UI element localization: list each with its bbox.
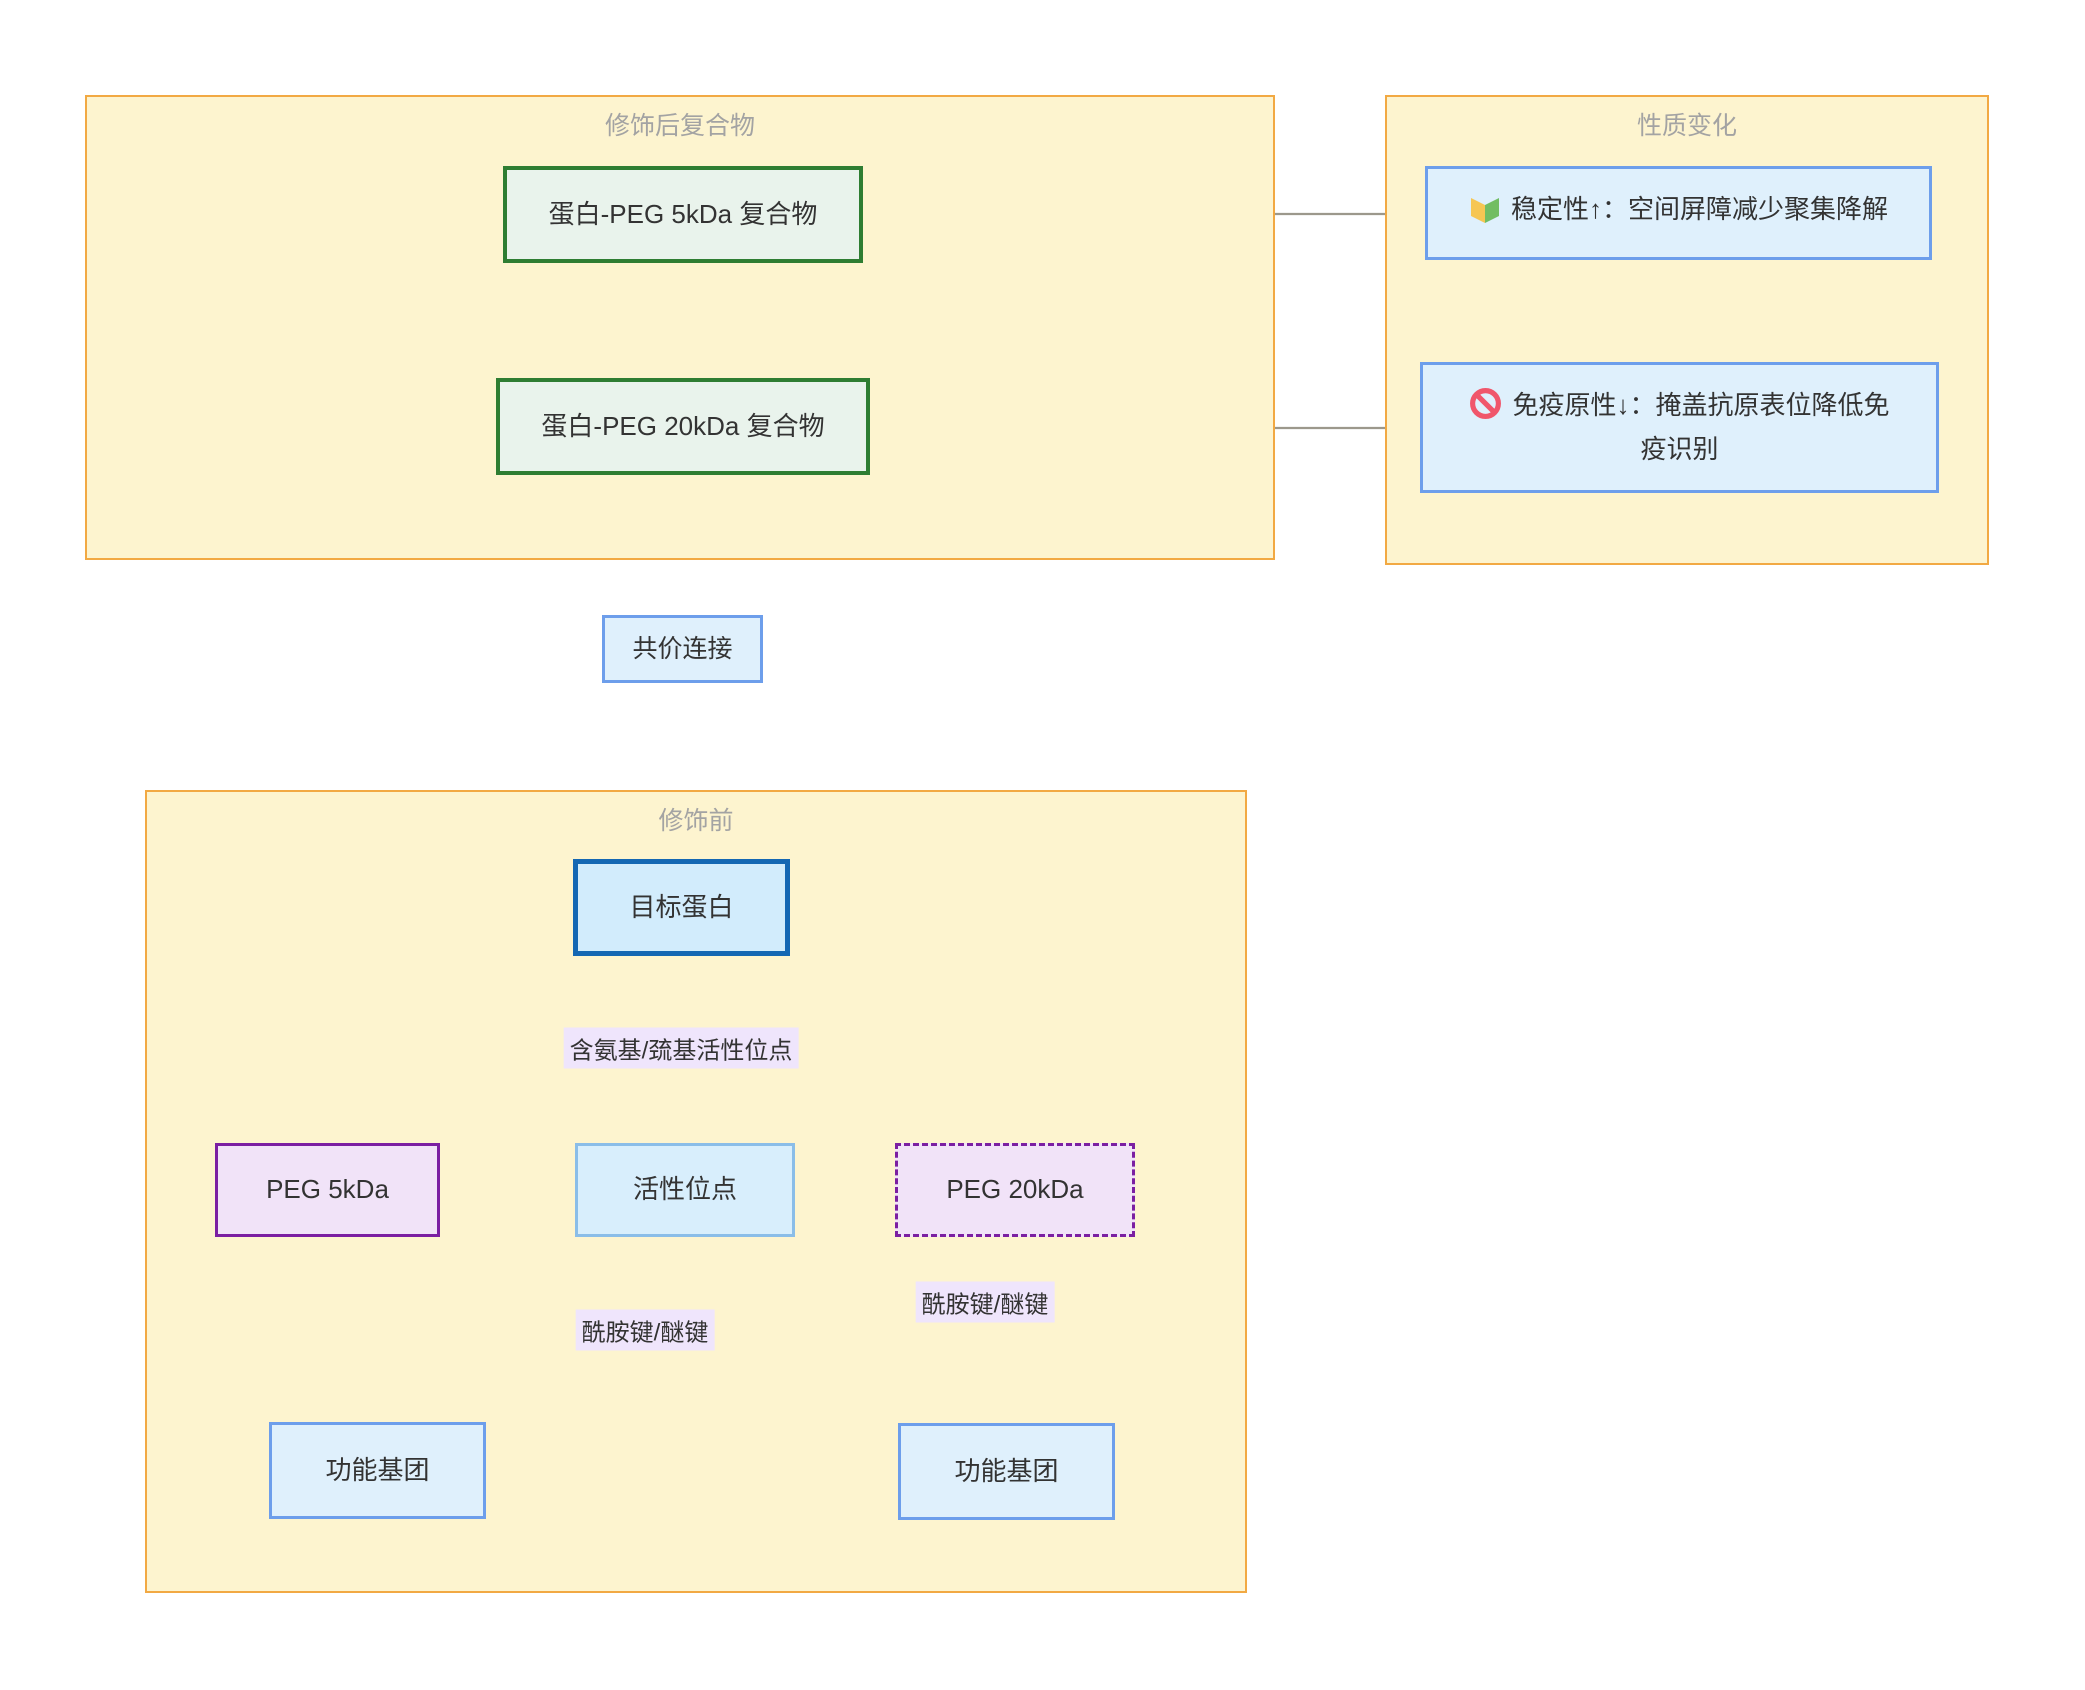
node-peg-5kda: PEG 5kDa <box>215 1143 440 1237</box>
node-protein-peg5-complex: 蛋白-PEG 5kDa 复合物 <box>503 166 863 263</box>
node-protein-peg20-complex: 蛋白-PEG 20kDa 复合物 <box>496 378 870 475</box>
node-functional-group-right-label: 功能基团 <box>954 1455 1059 1486</box>
node-protein-peg20-complex-label: 蛋白-PEG 20kDa 复合物 <box>541 410 825 441</box>
node-immunogenicity-label: 免疫原性↓：掩盖抗原表位降低免疫识别 <box>1512 389 1890 464</box>
edge-label-bond-left: 酰胺键/醚键 <box>575 1309 715 1351</box>
group-modified-complexes: 修饰后复合物 <box>85 95 1275 560</box>
edge-label-bond-right: 酰胺键/醚键 <box>915 1281 1055 1323</box>
node-target-protein: 目标蛋白 <box>573 859 790 956</box>
beginner-badge-icon <box>1469 192 1501 235</box>
node-functional-group-left-label: 功能基团 <box>325 1454 430 1485</box>
node-covalent-link: 共价连接 <box>602 615 763 683</box>
node-peg-20kda: PEG 20kDa <box>895 1143 1135 1237</box>
node-stability-label: 稳定性↑：空间屏障减少聚集降解 <box>1510 194 1888 225</box>
edge-label-active-site: 含氨基/巯基活性位点 <box>563 1027 799 1069</box>
prohibited-icon <box>1469 387 1502 431</box>
group-modified-title: 修饰后复合物 <box>604 112 755 140</box>
node-protein-peg5-complex-label: 蛋白-PEG 5kDa 复合物 <box>548 198 818 229</box>
node-target-protein-label: 目标蛋白 <box>629 891 734 922</box>
node-active-site-label: 活性位点 <box>632 1174 737 1205</box>
node-peg-20kda-label: PEG 20kDa <box>946 1174 1084 1205</box>
node-functional-group-left: 功能基团 <box>269 1422 486 1519</box>
node-stability: 稳定性↑：空间屏障减少聚集降解 <box>1425 166 1932 260</box>
node-peg-5kda-label: PEG 5kDa <box>266 1174 389 1205</box>
node-functional-group-right: 功能基团 <box>898 1423 1115 1520</box>
group-before-modification-title: 修饰前 <box>658 807 734 835</box>
node-immunogenicity: 免疫原性↓：掩盖抗原表位降低免疫识别 <box>1420 362 1939 493</box>
node-covalent-link-label: 共价连接 <box>632 634 733 663</box>
group-property-changes-title: 性质变化 <box>1636 112 1737 140</box>
node-active-site: 活性位点 <box>575 1143 795 1237</box>
